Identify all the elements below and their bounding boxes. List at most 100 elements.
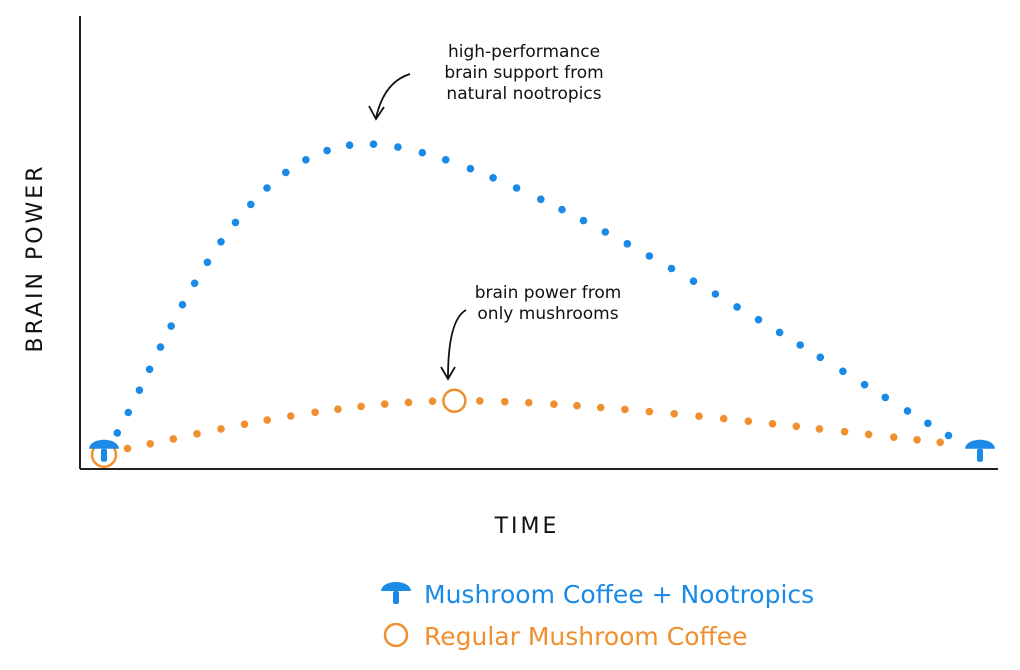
nootropics-dot — [601, 228, 610, 236]
regular-dot — [501, 397, 509, 406]
nootropics-dot — [124, 408, 133, 417]
open-circle-icon — [383, 622, 409, 648]
regular-dot — [573, 401, 581, 410]
nootropics-dot — [441, 156, 450, 164]
nootropics-dot — [903, 407, 912, 415]
regular-dot — [311, 408, 319, 417]
regular-dot — [768, 420, 777, 428]
regular-dot — [621, 405, 629, 414]
legend-label-nootropics: Mushroom Coffee + Nootropics — [424, 580, 814, 609]
mushroom-icon — [965, 439, 995, 462]
regular-dot — [645, 407, 654, 416]
regular-dot — [217, 425, 225, 433]
nootropics-dot — [167, 322, 175, 330]
nootropics-dot — [190, 279, 199, 288]
regular-dot — [792, 422, 801, 431]
regular-dot — [840, 427, 849, 436]
regular-dot — [240, 420, 249, 429]
regular-dot — [263, 416, 272, 424]
regular-dot — [193, 430, 201, 438]
series-regular-mushroom-coffee — [123, 388, 944, 453]
regular-dot — [695, 412, 703, 421]
regular-dot — [380, 400, 389, 408]
nootropics-dot — [754, 315, 763, 324]
regular-dot — [146, 440, 154, 448]
nootropics-dot — [558, 205, 566, 214]
annotation-nootropics: high-performance brain support from natu… — [368, 42, 604, 121]
annotation-nootropics-line-3: natural nootropics — [446, 84, 601, 104]
nootropics-dot — [302, 156, 310, 164]
nootropics-dot — [816, 353, 825, 362]
annotation-regular-line-1: brain power from — [475, 283, 622, 303]
legend: Mushroom Coffee + Nootropics Regular Mus… — [381, 580, 814, 651]
nootropics-dot — [282, 168, 290, 177]
nootropics-dot — [369, 140, 378, 148]
regular-dot — [476, 397, 484, 405]
nootropics-dot — [113, 429, 122, 437]
regular-dot — [890, 433, 898, 442]
nootropics-dot — [860, 380, 869, 389]
annotation-regular-arrowhead — [440, 366, 456, 381]
nootropics-dot — [231, 218, 240, 227]
nootropics-dot — [217, 238, 225, 246]
legend-label-regular: Regular Mushroom Coffee — [424, 622, 747, 651]
regular-dot — [287, 412, 295, 420]
legend-item-nootropics: Mushroom Coffee + Nootropics — [381, 580, 814, 609]
nootropics-dot — [796, 341, 804, 349]
regular-dot — [670, 410, 678, 418]
nootropics-dot — [418, 148, 427, 157]
annotation-nootropics-line-2: brain support from — [444, 63, 603, 83]
nootropics-dot — [145, 365, 154, 374]
nootropics-dot — [711, 290, 720, 298]
nootropics-dot — [394, 143, 402, 151]
nootropics-dot — [203, 258, 212, 267]
nootropics-dot — [839, 367, 847, 376]
legend-item-regular: Regular Mushroom Coffee — [383, 622, 747, 651]
nootropics-dot — [733, 303, 741, 311]
nootropics-dot — [263, 184, 271, 192]
nootropics-dot — [667, 264, 676, 273]
regular-dot — [913, 436, 921, 444]
annotation-nootropics-arrowhead — [368, 105, 385, 121]
regular-dot — [525, 398, 533, 407]
regular-dot — [744, 417, 753, 426]
nootropics-dot — [924, 419, 932, 428]
annotation-regular: brain power from only mushrooms — [440, 283, 622, 381]
series-end-markers — [89, 439, 995, 468]
nootropics-dot — [537, 195, 545, 204]
nootropics-dot — [323, 146, 331, 155]
nootropics-dot — [489, 174, 497, 182]
nootropics-dot — [466, 164, 475, 173]
mushroom-icon — [89, 439, 119, 462]
nootropics-dot — [775, 328, 784, 337]
regular-dot — [815, 425, 824, 433]
regular-dot — [169, 435, 178, 443]
regular-dot — [864, 430, 873, 439]
nootropics-dot — [623, 240, 632, 248]
annotation-nootropics-arrow — [375, 73, 411, 119]
annotation-regular-line-2: only mushrooms — [477, 304, 618, 324]
series-mushroom-coffee-nootropics — [113, 140, 953, 440]
nootropics-dot — [345, 141, 354, 149]
nootropics-dot — [645, 252, 654, 260]
annotation-nootropics-line-1: high-performance — [448, 42, 600, 62]
regular-dot — [357, 402, 365, 411]
nootropics-dot — [156, 343, 165, 351]
regular-dot — [936, 438, 944, 447]
nootropics-dot — [881, 393, 890, 402]
x-axis-title: TIME — [494, 514, 560, 539]
y-axis-title: BRAIN POWER — [23, 164, 48, 353]
nootropics-dot — [944, 431, 953, 440]
regular-dot — [123, 444, 132, 453]
nootropics-dot — [579, 216, 588, 225]
regular-dot — [334, 405, 342, 414]
nootropics-dot — [247, 200, 255, 209]
regular-dot — [596, 403, 605, 412]
regular-dot — [404, 398, 413, 407]
nootropics-dot — [178, 300, 187, 309]
nootropics-dot — [135, 386, 144, 395]
regular-dot — [719, 414, 728, 423]
nootropics-dot — [512, 184, 521, 192]
mushroom-icon — [381, 582, 411, 604]
